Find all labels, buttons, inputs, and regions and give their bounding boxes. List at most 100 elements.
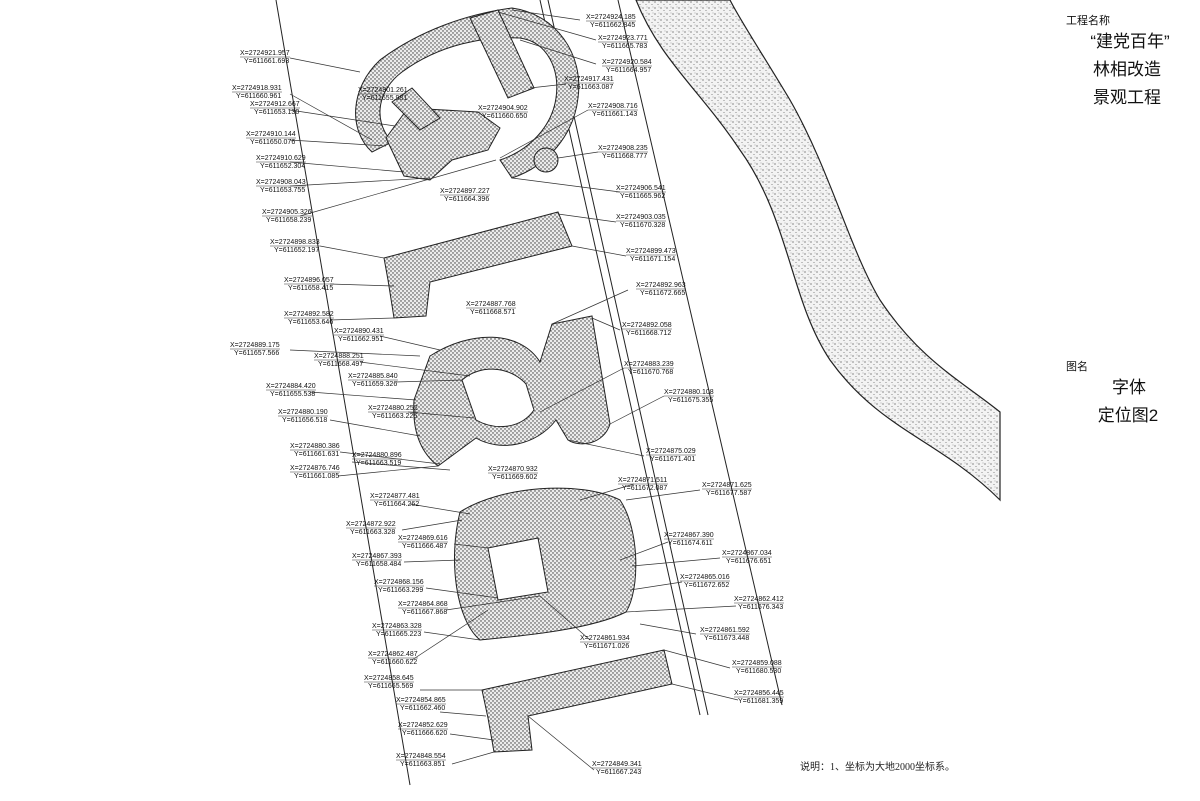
coordinate-y: Y=611677.587 <box>706 490 751 497</box>
coordinate-y: Y=611653.646 <box>288 319 333 326</box>
coordinate-y: Y=611653.130 <box>254 109 299 116</box>
coordinate-x: X=2724910.629 <box>256 155 306 162</box>
project-name-line-1: “建党百年” <box>1090 32 1170 51</box>
project-name-label: 工程名称 <box>1066 15 1110 27</box>
coordinate-x: X=2724876.746 <box>290 465 340 472</box>
coordinate-y: Y=611657.566 <box>234 350 279 357</box>
coordinate-y: Y=611658.484 <box>356 561 401 568</box>
coordinate-y: Y=611663.519 <box>356 460 401 467</box>
coordinate-x: X=2724924.185 <box>586 14 636 21</box>
coordinate-x: X=2724870.932 <box>488 466 538 473</box>
coordinate-y: Y=611671.154 <box>630 256 675 263</box>
coordinate-y: Y=611661.143 <box>592 111 637 118</box>
coordinate-y: Y=611663.851 <box>400 761 445 768</box>
coordinate-x: X=2724903.035 <box>616 214 666 221</box>
coordinate-x: X=2724896.057 <box>284 277 334 284</box>
coordinate-y: Y=611671.026 <box>584 643 629 650</box>
coordinate-x: X=2724917.431 <box>564 76 614 83</box>
coordinate-y: Y=611664.262 <box>374 501 419 508</box>
coordinate-y: Y=611670.768 <box>628 369 673 376</box>
coordinate-y: Y=611652.304 <box>260 163 305 170</box>
coordinate-y: Y=611662.951 <box>338 336 383 343</box>
stream-band <box>635 0 1001 502</box>
coordinate-y: Y=611676.343 <box>738 604 783 611</box>
coordinate-x: X=2724892.963 <box>636 282 686 289</box>
coordinate-x: X=2724859.088 <box>732 660 782 667</box>
coordinate-x: X=2724856.445 <box>734 690 784 697</box>
coordinate-x: X=2724872.922 <box>346 521 396 528</box>
coordinate-x: X=2724910.144 <box>246 131 296 138</box>
coordinate-y: Y=611663.226 <box>372 413 417 420</box>
coordinate-y: Y=611655.538 <box>270 391 315 398</box>
coordinate-x: X=2724880.252 <box>368 405 418 412</box>
coordinate-y: Y=611650.076 <box>250 139 295 146</box>
coordinate-x: X=2724861.592 <box>700 627 750 634</box>
coordinate-y: Y=611667.243 <box>596 769 641 776</box>
coordinate-x: X=2724867.034 <box>722 550 772 557</box>
coordinate-x: X=2724880.896 <box>352 452 402 459</box>
coordinate-x: X=2724887.768 <box>466 301 516 308</box>
coordinate-y: Y=611676.651 <box>726 558 771 565</box>
drawing-name-line-2: 定位图2 <box>1097 406 1159 425</box>
coordinate-x: X=2724920.584 <box>602 59 652 66</box>
coordinate-y: Y=611666.620 <box>402 730 447 737</box>
coordinate-y: Y=611665.962 <box>620 193 665 200</box>
coordinate-y: Y=611659.326 <box>352 381 397 388</box>
coordinate-y: Y=611660.961 <box>236 93 281 100</box>
coordinate-x: X=2724862.412 <box>734 596 784 603</box>
coordinate-x: X=2724918.931 <box>232 85 282 92</box>
coordinate-y: Y=611680.530 <box>736 668 781 675</box>
coordinate-x: X=2724861.934 <box>580 635 630 642</box>
coordinate-x: X=2724885.840 <box>348 373 398 380</box>
coordinate-x: X=2724880.190 <box>278 409 328 416</box>
coordinate-y: Y=611661.085 <box>294 473 339 480</box>
coordinate-y: Y=611681.359 <box>738 698 783 705</box>
coordinate-y: Y=611666.487 <box>402 543 447 550</box>
coordinate-y: Y=611662.460 <box>400 705 445 712</box>
coordinate-x: X=2724897.227 <box>440 188 490 195</box>
digit-one-glyph <box>383 211 573 319</box>
coordinate-y: Y=611663.299 <box>378 587 423 594</box>
coordinate-x: X=2724871.511 <box>618 477 667 484</box>
coordinate-x: X=2724877.481 <box>370 493 420 500</box>
coordinate-y: Y=611665.783 <box>602 43 647 50</box>
coordinate-x: X=2724864.868 <box>398 601 448 608</box>
coordinate-x: X=2724852.629 <box>398 722 448 729</box>
coordinate-x: X=2724865.016 <box>680 574 730 581</box>
coordinate-y: Y=611664.396 <box>444 196 489 203</box>
coordinate-x: X=2724908.235 <box>598 145 648 152</box>
coordinate-y: Y=611658.239 <box>266 217 311 224</box>
coordinate-x: X=2724869.616 <box>398 535 448 542</box>
coordinate-x: X=2724867.393 <box>352 553 402 560</box>
